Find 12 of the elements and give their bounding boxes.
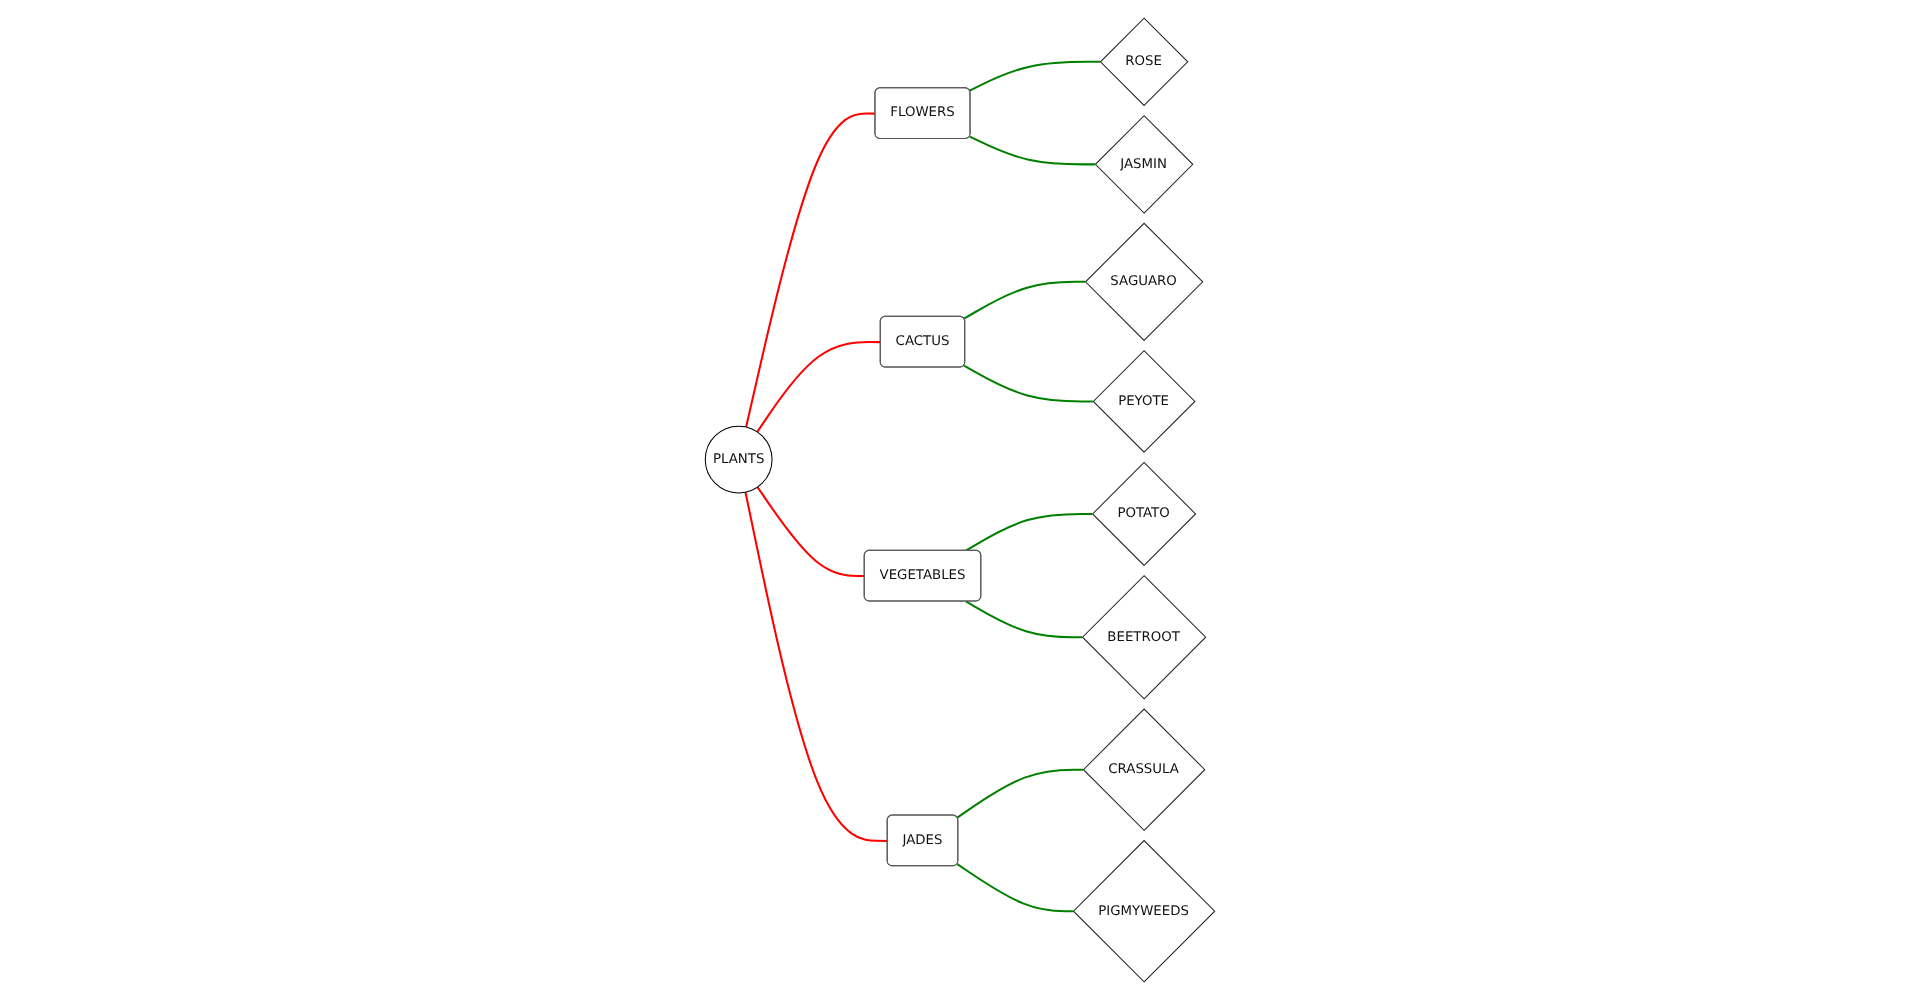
connector bbox=[756, 341, 881, 433]
connector bbox=[963, 364, 1093, 403]
connector bbox=[969, 60, 1100, 92]
connector bbox=[956, 863, 1073, 913]
connector bbox=[969, 135, 1095, 166]
connector bbox=[965, 600, 1082, 639]
connector bbox=[956, 768, 1083, 819]
connector bbox=[965, 512, 1093, 552]
connector bbox=[744, 492, 888, 842]
connector bbox=[745, 112, 876, 428]
connector bbox=[963, 280, 1085, 320]
connector bbox=[756, 486, 865, 578]
